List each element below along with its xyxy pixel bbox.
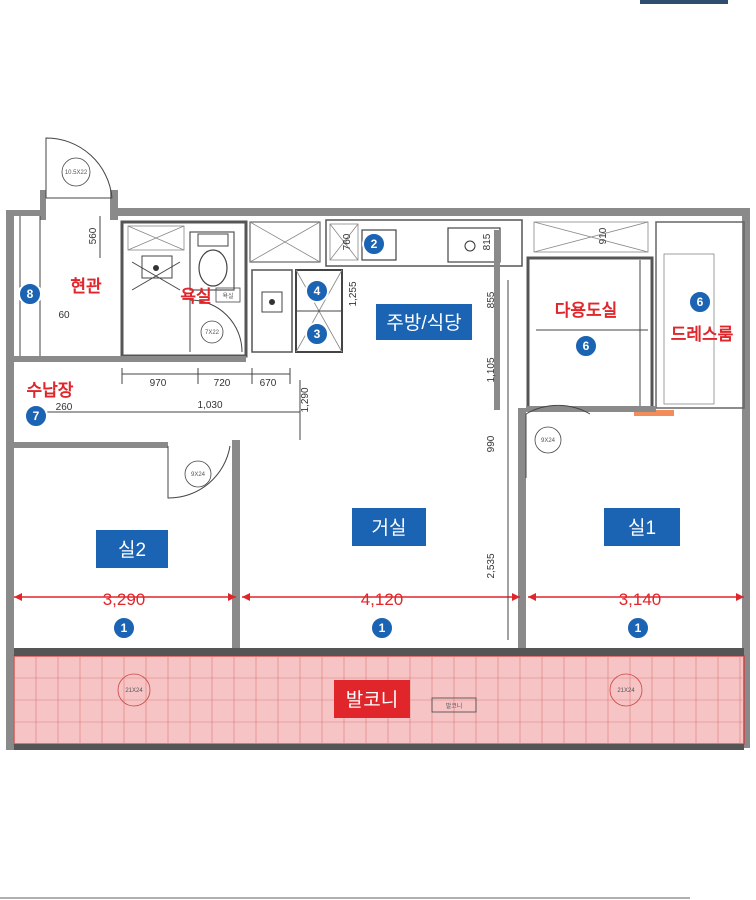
kitchen-counter xyxy=(325,219,523,267)
dim-bath-670: 670 xyxy=(260,378,277,389)
marker-7-storage: 7 xyxy=(24,404,48,428)
marker-2-text: 2 xyxy=(371,237,378,251)
dim-v-990: 990 xyxy=(486,435,497,452)
balcony-small-label: 발코니 xyxy=(446,702,463,710)
balcony-door-right-tag: 21X24 xyxy=(617,688,635,694)
wall-living-room1 xyxy=(518,408,526,648)
marker-1-room1: 1 xyxy=(626,616,650,640)
washbasin-icon xyxy=(261,291,283,313)
room2-label-box xyxy=(96,530,168,568)
utility-threshold xyxy=(634,410,674,416)
bath-door-swing xyxy=(189,299,243,353)
room1-door-swing xyxy=(525,404,591,478)
dressroom-wall xyxy=(655,221,745,409)
toilet-area xyxy=(189,231,235,291)
marker-6-dressroom: 6 xyxy=(688,290,712,314)
storage-label: 수납장 xyxy=(27,381,74,400)
marker-1-room2: 1 xyxy=(112,616,136,640)
marker-3-closet: 3 xyxy=(305,322,329,346)
wall-entry-right xyxy=(110,190,118,220)
bath-small-label: 욕실 xyxy=(222,292,233,300)
wall-top xyxy=(118,208,748,216)
marker-1-living-text: 1 xyxy=(379,621,386,635)
room1-label: 실1 xyxy=(628,517,656,539)
dim-v-815: 815 xyxy=(482,233,493,250)
marker-4-text: 4 xyxy=(314,284,321,298)
shower-icon xyxy=(141,255,173,279)
bottom-divider xyxy=(0,897,690,899)
room2-label: 실2 xyxy=(118,539,146,561)
room2-door-swing xyxy=(167,445,231,499)
marker-7-text: 7 xyxy=(33,409,40,423)
living-label-box xyxy=(352,508,426,546)
kitchen-label: 주방/식당 xyxy=(386,312,461,334)
dim-v-60: 60 xyxy=(58,310,70,321)
wall-kitchen-right xyxy=(494,230,500,410)
dim-v-1105: 1,105 xyxy=(486,357,497,382)
dim-v-760: 760 xyxy=(342,233,353,250)
wall-room2-top xyxy=(14,442,168,448)
utility-room-wall xyxy=(526,256,654,410)
entry-door-tag-text: 10.5X22 xyxy=(65,170,88,176)
dim-corridor-260: 260 xyxy=(56,402,73,413)
dim-v-910: 910 xyxy=(598,227,609,244)
dim-room2-width: 3,290 xyxy=(103,590,146,609)
marker-8-entrance: 8 xyxy=(18,282,42,306)
dim-v-2535: 2,535 xyxy=(486,553,497,578)
wall-balcony-bottom xyxy=(14,744,744,750)
bathroom-label: 욕실 xyxy=(180,287,211,306)
marker-1-living: 1 xyxy=(370,616,394,640)
dim-v-855: 855 xyxy=(486,291,497,308)
marker-3-text: 3 xyxy=(314,327,321,341)
marker-6-utility-text: 6 xyxy=(583,339,590,353)
dim-corridor-1030: 1,030 xyxy=(197,400,222,411)
room2-door-tag-text: 9X24 xyxy=(191,472,206,478)
dressroom-label: 드레스룸 xyxy=(671,325,734,344)
wall-room2-living xyxy=(232,440,240,648)
wall-room1-top xyxy=(526,406,656,412)
bath-cabinet xyxy=(127,225,185,251)
bath-door-tag-text: 7X22 xyxy=(205,330,220,336)
wall-balcony-top xyxy=(14,648,744,656)
balcony-label-box xyxy=(334,680,410,718)
room1-label-box xyxy=(604,508,680,546)
dim-v-1255: 1,255 xyxy=(348,281,359,306)
marker-2-kitchen: 2 xyxy=(362,232,386,256)
utility-label: 다용도실 xyxy=(555,301,618,320)
cooktop-icon xyxy=(361,229,397,261)
marker-1-room1-text: 1 xyxy=(635,621,642,635)
dim-bath-720: 720 xyxy=(214,378,231,389)
wall-top-left xyxy=(6,210,42,216)
balcony-label: 발코니 xyxy=(346,689,398,711)
wall-left xyxy=(6,210,14,750)
dim-v-560: 560 xyxy=(88,227,99,244)
entry-door-swing xyxy=(45,137,113,199)
marker-4-closet: 4 xyxy=(305,279,329,303)
wall-entry-bottom xyxy=(14,356,246,362)
marker-1-room2-text: 1 xyxy=(121,621,128,635)
entry-door-tag xyxy=(61,157,91,187)
dim-v-1290: 1,290 xyxy=(300,387,311,412)
living-label: 거실 xyxy=(372,517,407,539)
dim-bath-970: 970 xyxy=(150,378,167,389)
balcony-door-left-tag: 21X24 xyxy=(125,688,143,694)
kitchen-label-box xyxy=(376,304,472,340)
marker-6-dressroom-text: 6 xyxy=(697,295,704,309)
wall-entry-left xyxy=(40,190,46,220)
top-bar xyxy=(640,0,728,4)
toilet-icon xyxy=(198,249,228,287)
marker-6-utility: 6 xyxy=(574,334,598,358)
entrance-label: 현관 xyxy=(70,277,102,296)
marker-8-text: 8 xyxy=(27,287,34,301)
room1-door-tag-text: 9X24 xyxy=(541,438,556,444)
dim-room1-width: 3,140 xyxy=(619,590,662,609)
wall-right xyxy=(742,208,750,748)
dim-living-width: 4,120 xyxy=(361,590,404,609)
